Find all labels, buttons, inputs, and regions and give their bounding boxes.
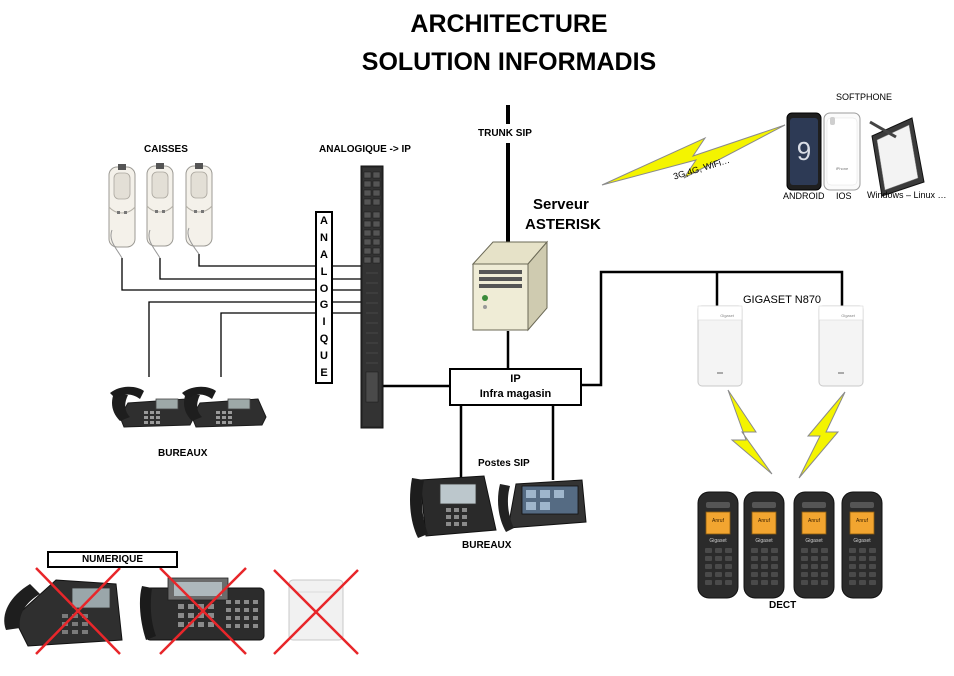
dect-base-icon — [697, 305, 864, 387]
label-bureaux-left: BUREAUX — [158, 448, 208, 459]
network-switch-icon — [360, 165, 384, 429]
label-bureaux-center: BUREAUX — [462, 540, 512, 551]
ip-infra-box: IP Infra magasin — [449, 368, 582, 406]
analogique-letter: Q — [319, 333, 329, 346]
label-gigaset: GIGASET N870 — [743, 294, 822, 306]
analogique-letter: O — [319, 282, 329, 295]
diagram-title-line1: ARCHITECTURE — [410, 10, 608, 38]
smartphone-android-icon: 9 — [786, 112, 822, 191]
analogique-letter: A — [320, 248, 328, 261]
label-asterisk: ASTERISK — [525, 216, 601, 233]
ip-phone-yealink — [410, 475, 497, 538]
link-caisse-1 — [121, 258, 315, 291]
analogique-letter: G — [319, 299, 329, 312]
analogique-letter: I — [322, 316, 326, 329]
diagram-title-line2: SOLUTION INFORMADIS — [361, 48, 657, 76]
svg-text:iPhone: iPhone — [836, 166, 849, 171]
ip-label: IP — [510, 373, 521, 385]
label-analogique-ip: ANALOGIQUE -> IP — [319, 144, 411, 155]
infra-magasin-label: Infra magasin — [479, 388, 552, 400]
label-android: ANDROID — [783, 191, 825, 201]
label-trunk-sip: TRUNK SIP — [478, 128, 532, 139]
tablet-icon — [869, 117, 925, 197]
lightning-dect-left — [727, 389, 773, 475]
numerique-phone-1 — [4, 579, 123, 647]
label-postes-sip: Postes SIP — [478, 458, 530, 469]
lightning-dect-right — [798, 391, 846, 479]
cross-icon — [35, 567, 359, 655]
label-softphone: SOFTPHONE — [836, 92, 893, 102]
analogique-letter: E — [320, 366, 328, 379]
server-tower-icon — [471, 240, 549, 332]
ip-phone-touch — [498, 479, 587, 532]
svg-text:9: 9 — [797, 136, 811, 166]
smartphone-ios-icon: iPhone — [823, 112, 861, 191]
label-ios: IOS — [836, 191, 852, 201]
dect-handsets — [697, 491, 883, 599]
numerique-box: NUMERIQUE — [47, 551, 178, 568]
label-serveur: Serveur — [533, 196, 589, 213]
analogique-letter: L — [320, 265, 328, 278]
link-caisse-2 — [159, 258, 315, 280]
lightning-icon — [601, 124, 846, 479]
link-bureau-2 — [220, 312, 315, 377]
lightning-wireless — [601, 124, 786, 186]
analogique-letter: N — [320, 231, 328, 244]
label-dect: DECT — [769, 600, 797, 611]
label-windows-linux: Windows – Linux … — [867, 190, 947, 200]
caisses-phones — [108, 162, 213, 259]
connection-lines — [121, 105, 844, 485]
analogique-letter: U — [320, 350, 328, 363]
bureaux-analog-phones — [109, 386, 267, 428]
label-caisses: CAISSES — [144, 144, 188, 155]
link-bureau-1 — [148, 301, 315, 377]
link-ip-gigaset — [582, 270, 844, 387]
analogique-letter: A — [320, 214, 328, 227]
link-caisse-3 — [198, 254, 315, 267]
